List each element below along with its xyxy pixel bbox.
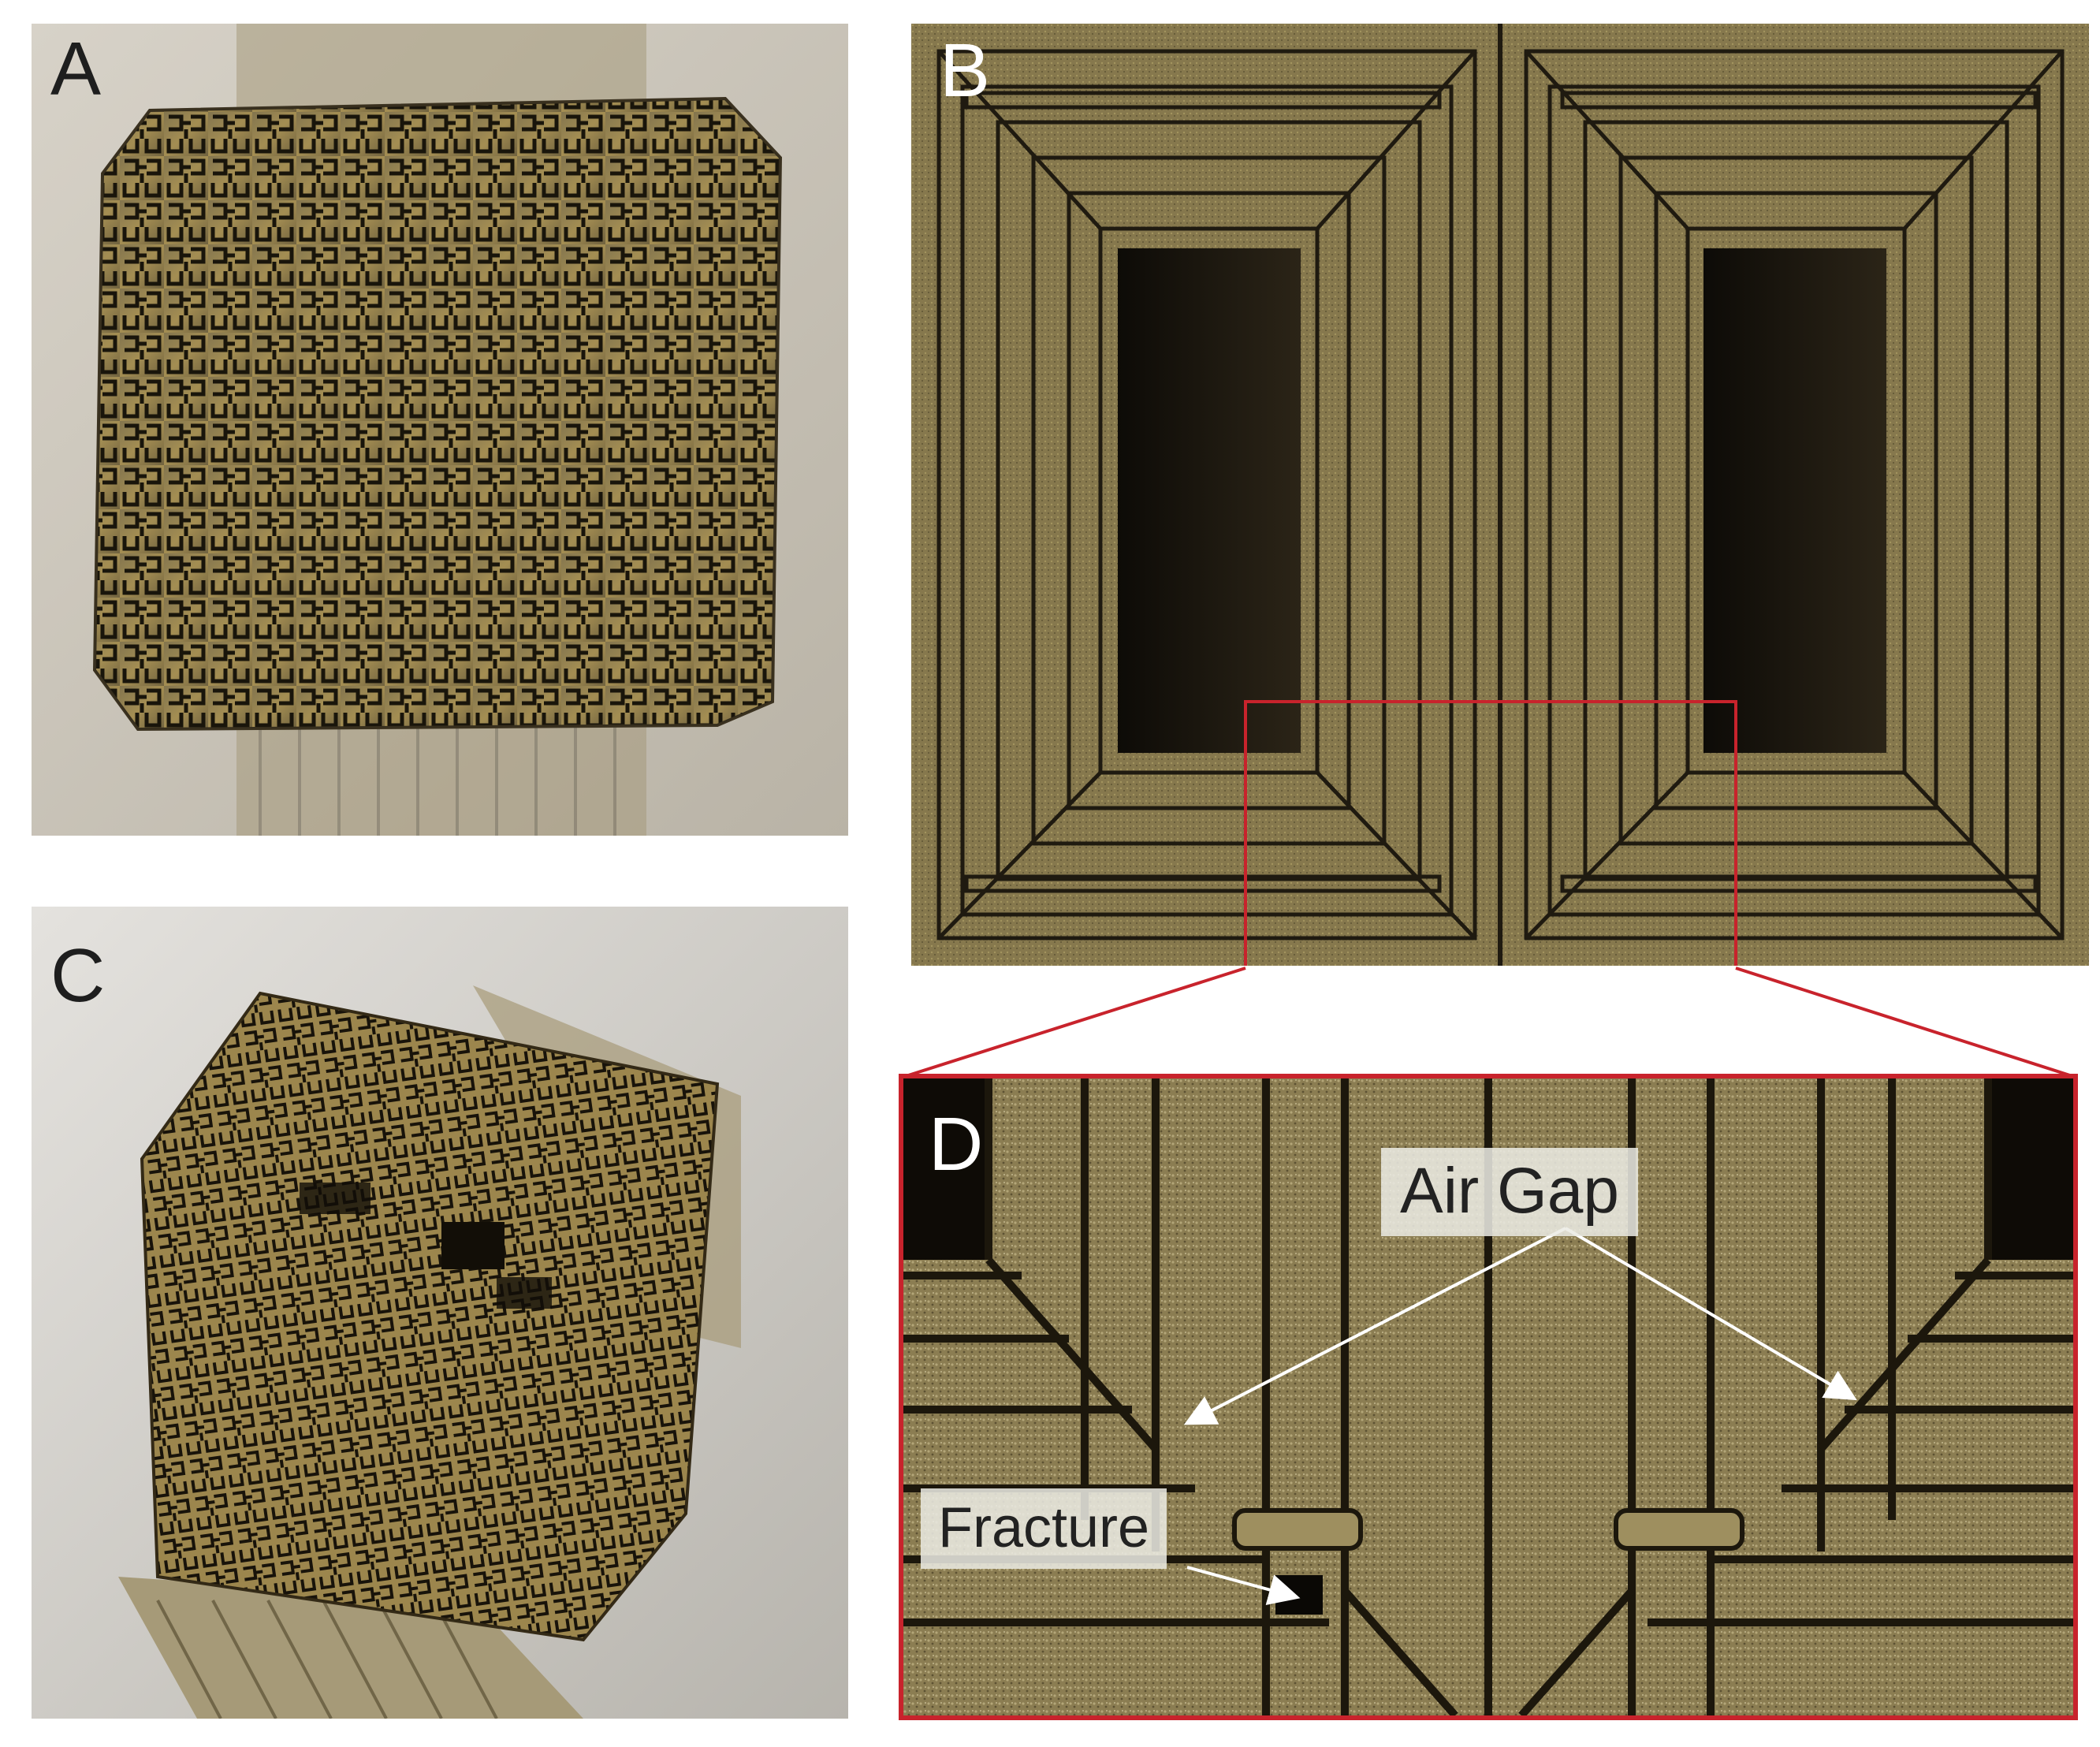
panel-a-label: A [50, 27, 102, 111]
panel-c-photo: C [32, 907, 848, 1719]
panel-a-photo: A [32, 24, 848, 836]
panel-d-label: D [929, 1102, 984, 1186]
panel-b-label: B [940, 28, 991, 113]
fracture-callout: Fracture [921, 1488, 1167, 1569]
panel-b-photo: B [911, 24, 2089, 966]
panel-b-section-illustration [911, 24, 2089, 966]
panel-a-cube-illustration [32, 24, 848, 836]
panel-c-cube-angled-illustration [32, 907, 848, 1719]
air-gap-callout: Air Gap [1381, 1148, 1638, 1236]
panel-c-label: C [50, 933, 106, 1018]
panel-d-zoomed-photo: D Air Gap Fracture [899, 1074, 2078, 1720]
